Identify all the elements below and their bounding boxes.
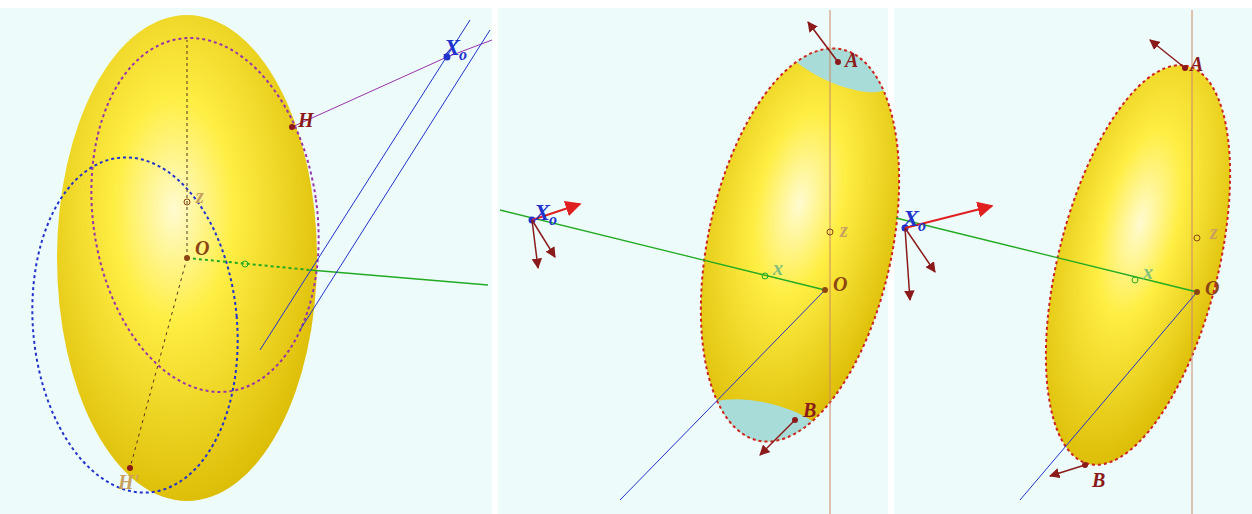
axis-label: z xyxy=(840,220,848,240)
point-label: B xyxy=(1092,470,1105,490)
subscript: o xyxy=(459,47,467,63)
subscript: o xyxy=(549,212,557,228)
axis-label: z xyxy=(196,186,204,206)
subscript: o xyxy=(918,218,926,234)
axis-label: x xyxy=(773,258,783,278)
point-label: X xyxy=(534,200,550,224)
point-label: O xyxy=(833,274,847,294)
point-label: O xyxy=(195,238,209,258)
point-label: H' xyxy=(118,472,139,492)
point-label: O xyxy=(1205,278,1219,298)
point-label: A xyxy=(1190,54,1203,74)
point-label: H xyxy=(298,110,314,130)
point-label: A xyxy=(845,50,858,70)
axis-label: z xyxy=(1210,222,1218,242)
axis-label: x xyxy=(1143,262,1153,282)
point-label: X xyxy=(903,206,919,230)
point-label: X xyxy=(444,35,460,59)
point-label: B xyxy=(803,400,816,420)
